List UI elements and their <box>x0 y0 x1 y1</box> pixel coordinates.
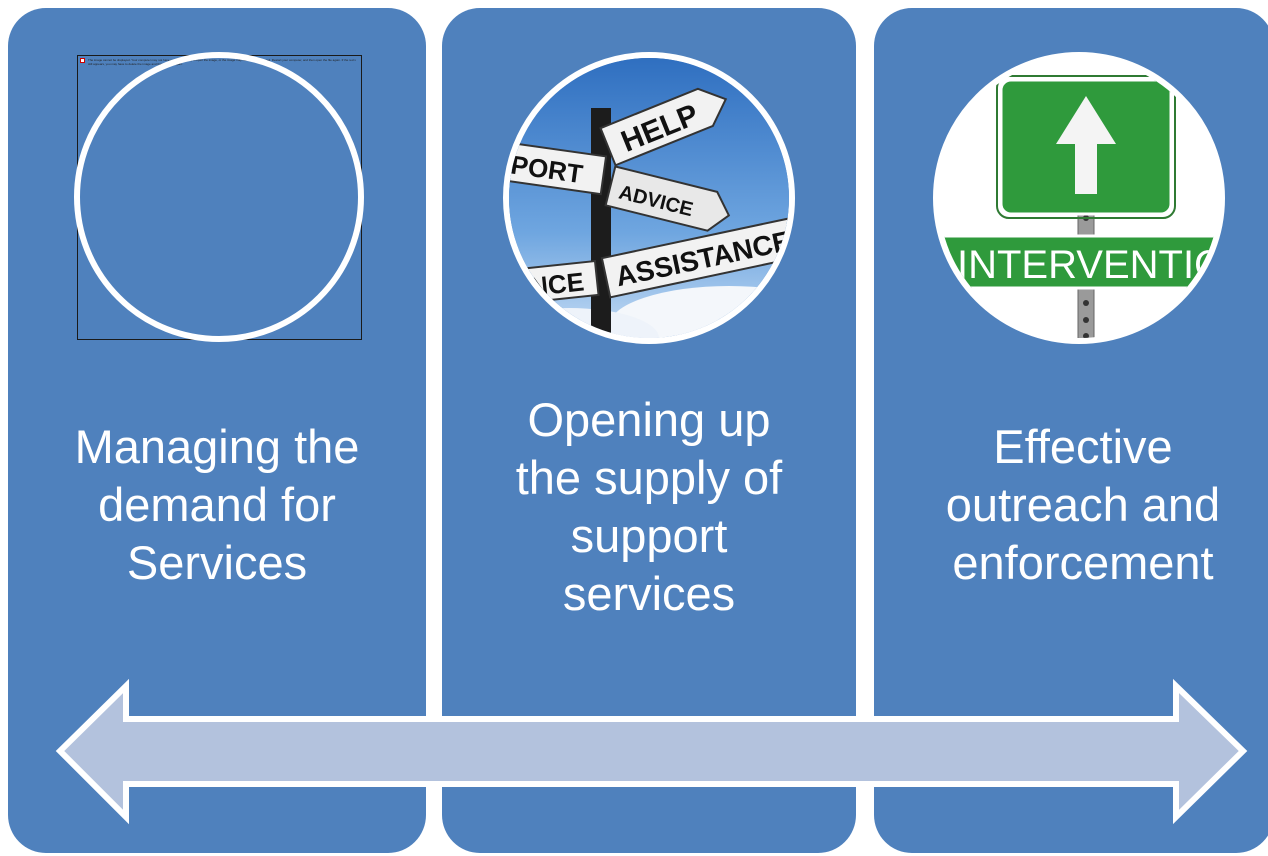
panel-3-label: Effective outreach and enforcement <box>898 418 1268 592</box>
panel-1-label-line: Services <box>126 536 308 589</box>
panel-3-label-line: Effective <box>993 420 1173 473</box>
sign-advice: ADVICE <box>604 165 731 232</box>
up-arrow-icon <box>1056 96 1116 194</box>
panel-2-label-line: services <box>562 567 736 620</box>
intervention-sign-text: INTERVENTION <box>957 243 1225 287</box>
intervention-sign <box>939 234 1219 290</box>
panel-1-label-line: demand for <box>98 478 336 531</box>
panel-1-label: Managing the demand for Services <box>8 418 426 592</box>
panel-3-label-line: enforcement <box>952 536 1214 589</box>
panel-3-label-line: outreach and <box>945 478 1221 531</box>
sign-port: PORT <box>509 140 608 196</box>
broken-image-icon <box>80 58 85 63</box>
panel-1-label-line: Managing the <box>74 420 360 473</box>
signpost-image-circle: HELP PORT ADVICE ASSISTANCE NCE <box>503 52 795 344</box>
signpost-image: HELP PORT ADVICE ASSISTANCE NCE <box>509 58 789 338</box>
panel-2-label-line: support <box>570 509 728 562</box>
panel-2-label: Opening up the supply of support service… <box>442 391 856 623</box>
panel-2-label-line: the supply of <box>515 451 783 504</box>
panel-2-label-line: Opening up <box>527 393 771 446</box>
road-sign-image: INTERVENTION <box>939 58 1225 338</box>
image-circle-1 <box>74 52 364 342</box>
road-sign-image-circle: INTERVENTION <box>933 52 1225 344</box>
